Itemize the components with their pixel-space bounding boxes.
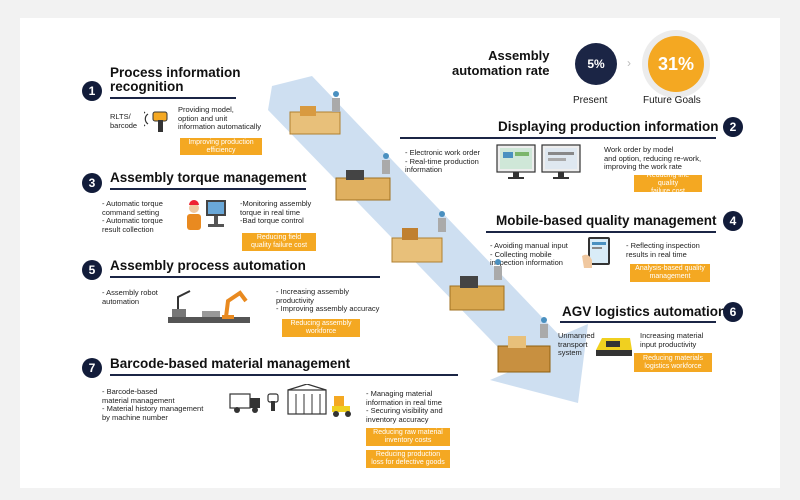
chevron-right-icon: › (627, 56, 631, 70)
item-7-rule (110, 374, 458, 376)
item-6-title: AGV logistics automation (562, 304, 727, 319)
item-4-rule (486, 231, 716, 233)
future-goals-label: Future Goals (643, 95, 701, 106)
assembly-line-illustration (289, 91, 551, 373)
item-3-left-text: - Automatic torque command setting - Aut… (102, 199, 163, 234)
assembly-robot-icon (168, 290, 250, 323)
item-2-rule (400, 137, 716, 139)
item-7-number: 7 (82, 358, 102, 378)
item-6-right-text: Increasing material input productivity (640, 331, 704, 349)
item-7-left-text: - Barcode-based material management - Ma… (102, 387, 204, 422)
item-7-tag-2: Reducing production loss for defective g… (366, 450, 450, 468)
item-3-number: 3 (82, 173, 102, 193)
automation-rate-title: Assembly automation rate (452, 48, 550, 78)
material-logistics-icon (229, 384, 351, 417)
item-1-tag: Improving production efficiency (180, 138, 262, 155)
present-rate-circle: 5% (575, 43, 617, 85)
item-4-title: Mobile-based quality management (496, 213, 717, 228)
item-1-right-text: Providing model, option and unit informa… (178, 105, 261, 131)
item-5-left-text: - Assembly robot automation (102, 288, 158, 306)
item-2-number: 2 (723, 117, 743, 137)
monitor-icon (496, 144, 581, 179)
item-2-right-text: Work order by model and option, reducing… (604, 145, 702, 171)
item-4-number: 4 (723, 211, 743, 231)
item-2-tag: Reducing line quality failure cost (634, 172, 702, 195)
item-3-title: Assembly torque management (110, 170, 307, 185)
item-1-title: Process information recognition (110, 65, 241, 94)
item-5-number: 5 (82, 260, 102, 280)
barcode-scanner-icon (144, 111, 168, 132)
item-5-rule (110, 276, 380, 278)
agv-vehicle-icon (596, 338, 632, 356)
item-5-title: Assembly process automation (110, 258, 306, 273)
present-label: Present (573, 95, 608, 106)
item-4-left-text: - Avoiding manual input - Collecting mob… (490, 241, 568, 267)
item-7-right-text: - Managing material information in real … (366, 389, 443, 424)
item-6-tag: Reducing materials logistics workforce (634, 353, 712, 372)
item-5-tag: Reducing assembly workforce (282, 319, 360, 337)
item-7-title: Barcode-based material management (110, 356, 351, 371)
item-6-left-text: Unmanned transport system (558, 331, 595, 357)
item-1-rule (110, 97, 236, 99)
item-7-tag-1: Reducing raw material inventory costs (366, 428, 450, 446)
item-4-right-text: - Reflecting inspection results in real … (626, 241, 700, 259)
item-6-rule (560, 321, 716, 323)
item-4-tag: Analysis-based quality management (630, 264, 710, 282)
item-1-left-text: RLTS/ barcode (110, 112, 138, 130)
worker-torque-icon (187, 200, 226, 230)
item-3-tag: Reducing field quality failure cost (242, 233, 316, 251)
item-5-right-text: - Increasing assembly productivity - Imp… (276, 287, 380, 313)
item-2-title: Displaying production information (498, 119, 719, 134)
tablet-icon (582, 237, 610, 268)
goal-rate-circle: 31% (648, 36, 704, 92)
item-6-number: 6 (723, 302, 743, 322)
item-3-rule (110, 188, 306, 190)
item-3-right-text: -Monitoring assembly torque in real time… (240, 199, 312, 225)
item-2-left-text: - Electronic work order - Real-time prod… (405, 148, 481, 174)
infographic-canvas: Assembly automation rate 5% › 31% Presen… (20, 18, 780, 488)
item-1-number: 1 (82, 81, 102, 101)
